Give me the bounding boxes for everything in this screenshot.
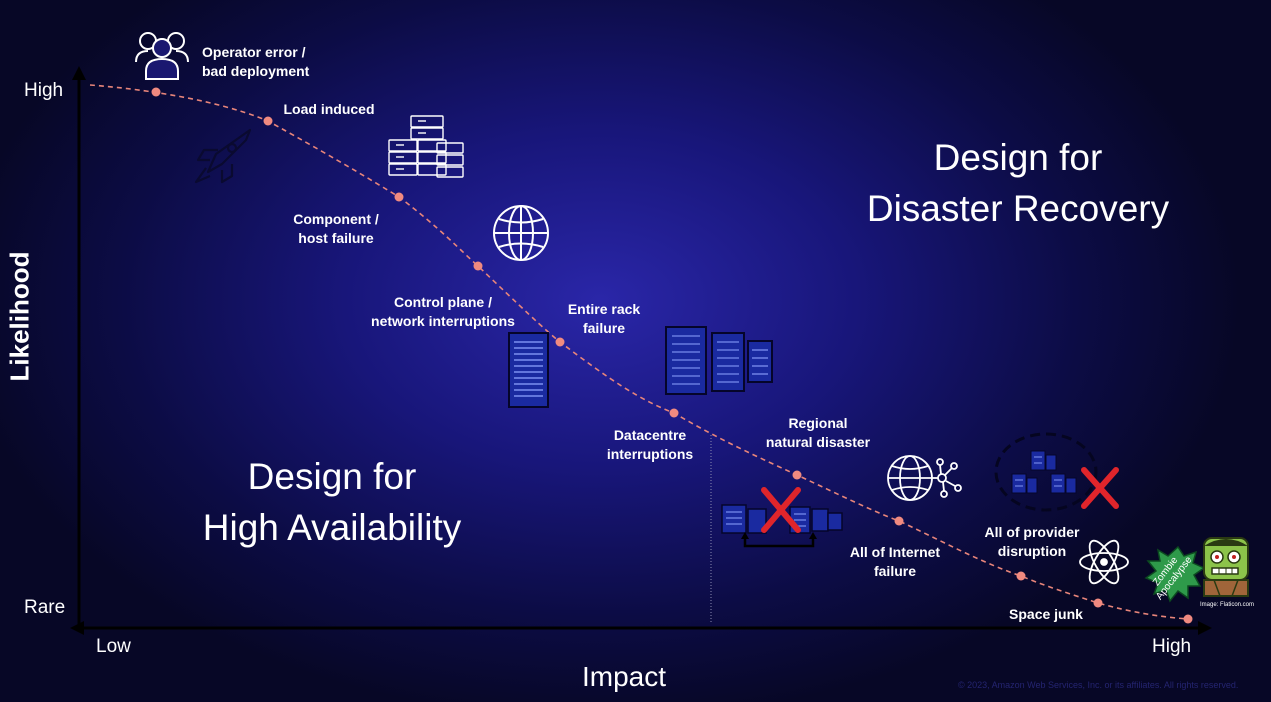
y-axis-arrowhead — [72, 66, 86, 80]
origin-arrowhead — [70, 621, 84, 635]
globe-icon — [493, 205, 549, 261]
dot-datacentre — [669, 408, 679, 418]
zone-disaster-recovery-line-1: Design for — [933, 137, 1103, 178]
event-label-line: natural disaster — [765, 434, 871, 450]
event-label-datacentre: Datacentre interruptions — [600, 426, 700, 464]
event-label-load-induced: Load induced — [276, 100, 382, 119]
event-label-rack-failure: Entire rack failure — [554, 300, 654, 338]
event-label-line: bad deployment — [202, 63, 310, 79]
y-axis-low-label: Rare — [24, 597, 66, 618]
dot-component-failure — [394, 192, 404, 202]
event-label-operator-error: Operator error / bad deployment — [202, 43, 309, 81]
event-label-provider-disruption: All of provider disruption — [974, 523, 1090, 561]
x-axis-low-label: Low — [96, 636, 131, 657]
dot-operator-error — [151, 87, 161, 97]
event-label-line: failure — [582, 320, 625, 336]
event-label-line: interruptions — [606, 446, 694, 462]
dot-space-junk — [1093, 598, 1103, 608]
event-label-line: host failure — [298, 230, 374, 246]
event-label-line: Space junk — [1009, 606, 1083, 622]
event-label-line: All of Internet — [849, 544, 941, 560]
image-credit: Image: Flaticon.com — [1200, 602, 1255, 608]
x-axis-high-label: High — [1152, 636, 1192, 657]
dot-provider-disruption — [1016, 571, 1026, 581]
rack-icon — [508, 332, 549, 408]
servers-icon — [388, 115, 464, 178]
event-label-line: Control plane / — [394, 294, 492, 310]
event-label-line: Operator error / — [202, 44, 306, 60]
region-failure-icon — [721, 487, 843, 548]
event-label-line: disruption — [997, 543, 1067, 559]
y-axis-title: Likelihood — [4, 251, 35, 382]
zone-high-availability-line-1: Design for — [247, 456, 417, 497]
dot-regional-disaster — [792, 470, 802, 480]
event-label-line: All of provider — [984, 524, 1080, 540]
event-label-space-junk: Space junk — [996, 605, 1096, 624]
zone-high-availability-line-2: High Availability — [202, 507, 462, 548]
dot-load-induced — [263, 116, 273, 126]
users-icon — [135, 32, 189, 80]
x-axis-title: Impact — [582, 661, 667, 692]
event-label-line: Load induced — [283, 101, 375, 117]
copyright-footer: © 2023, Amazon Web Services, Inc. or its… — [958, 680, 1239, 690]
dot-internet-failure — [894, 516, 904, 526]
event-label-line: Entire rack — [567, 301, 641, 317]
dot-rack-failure — [555, 337, 565, 347]
event-label-component-failure: Component / host failure — [276, 210, 396, 248]
zombie-icon — [1144, 537, 1249, 603]
datacenter-icon — [665, 326, 773, 395]
zone-disaster-recovery-line-2: Disaster Recovery — [866, 188, 1170, 229]
event-label-line: Component / — [293, 211, 379, 227]
network-globe-icon — [887, 455, 962, 501]
x-axis-arrowhead — [1198, 621, 1212, 635]
dot-control-plane — [473, 261, 483, 271]
event-label-internet-failure: All of Internet failure — [838, 543, 952, 581]
event-label-line: Regional — [788, 415, 848, 431]
event-label-line: network interruptions — [371, 313, 515, 329]
rocket-icon — [194, 128, 252, 184]
dot-zombie — [1183, 614, 1193, 624]
axes — [70, 66, 1212, 635]
event-label-line: failure — [873, 563, 916, 579]
y-axis-high-label: High — [24, 80, 64, 101]
curve-dots — [151, 87, 1193, 624]
atom-icon — [1079, 539, 1129, 585]
provider-failure-icon — [994, 432, 1119, 512]
zone-high-availability: Design for High Availability — [150, 451, 514, 553]
event-label-control-plane: Control plane / network interruptions — [362, 293, 524, 331]
zone-disaster-recovery: Design for Disaster Recovery — [830, 132, 1206, 234]
event-label-regional-disaster: Regional natural disaster — [756, 414, 880, 452]
event-label-line: Datacentre — [613, 427, 687, 443]
